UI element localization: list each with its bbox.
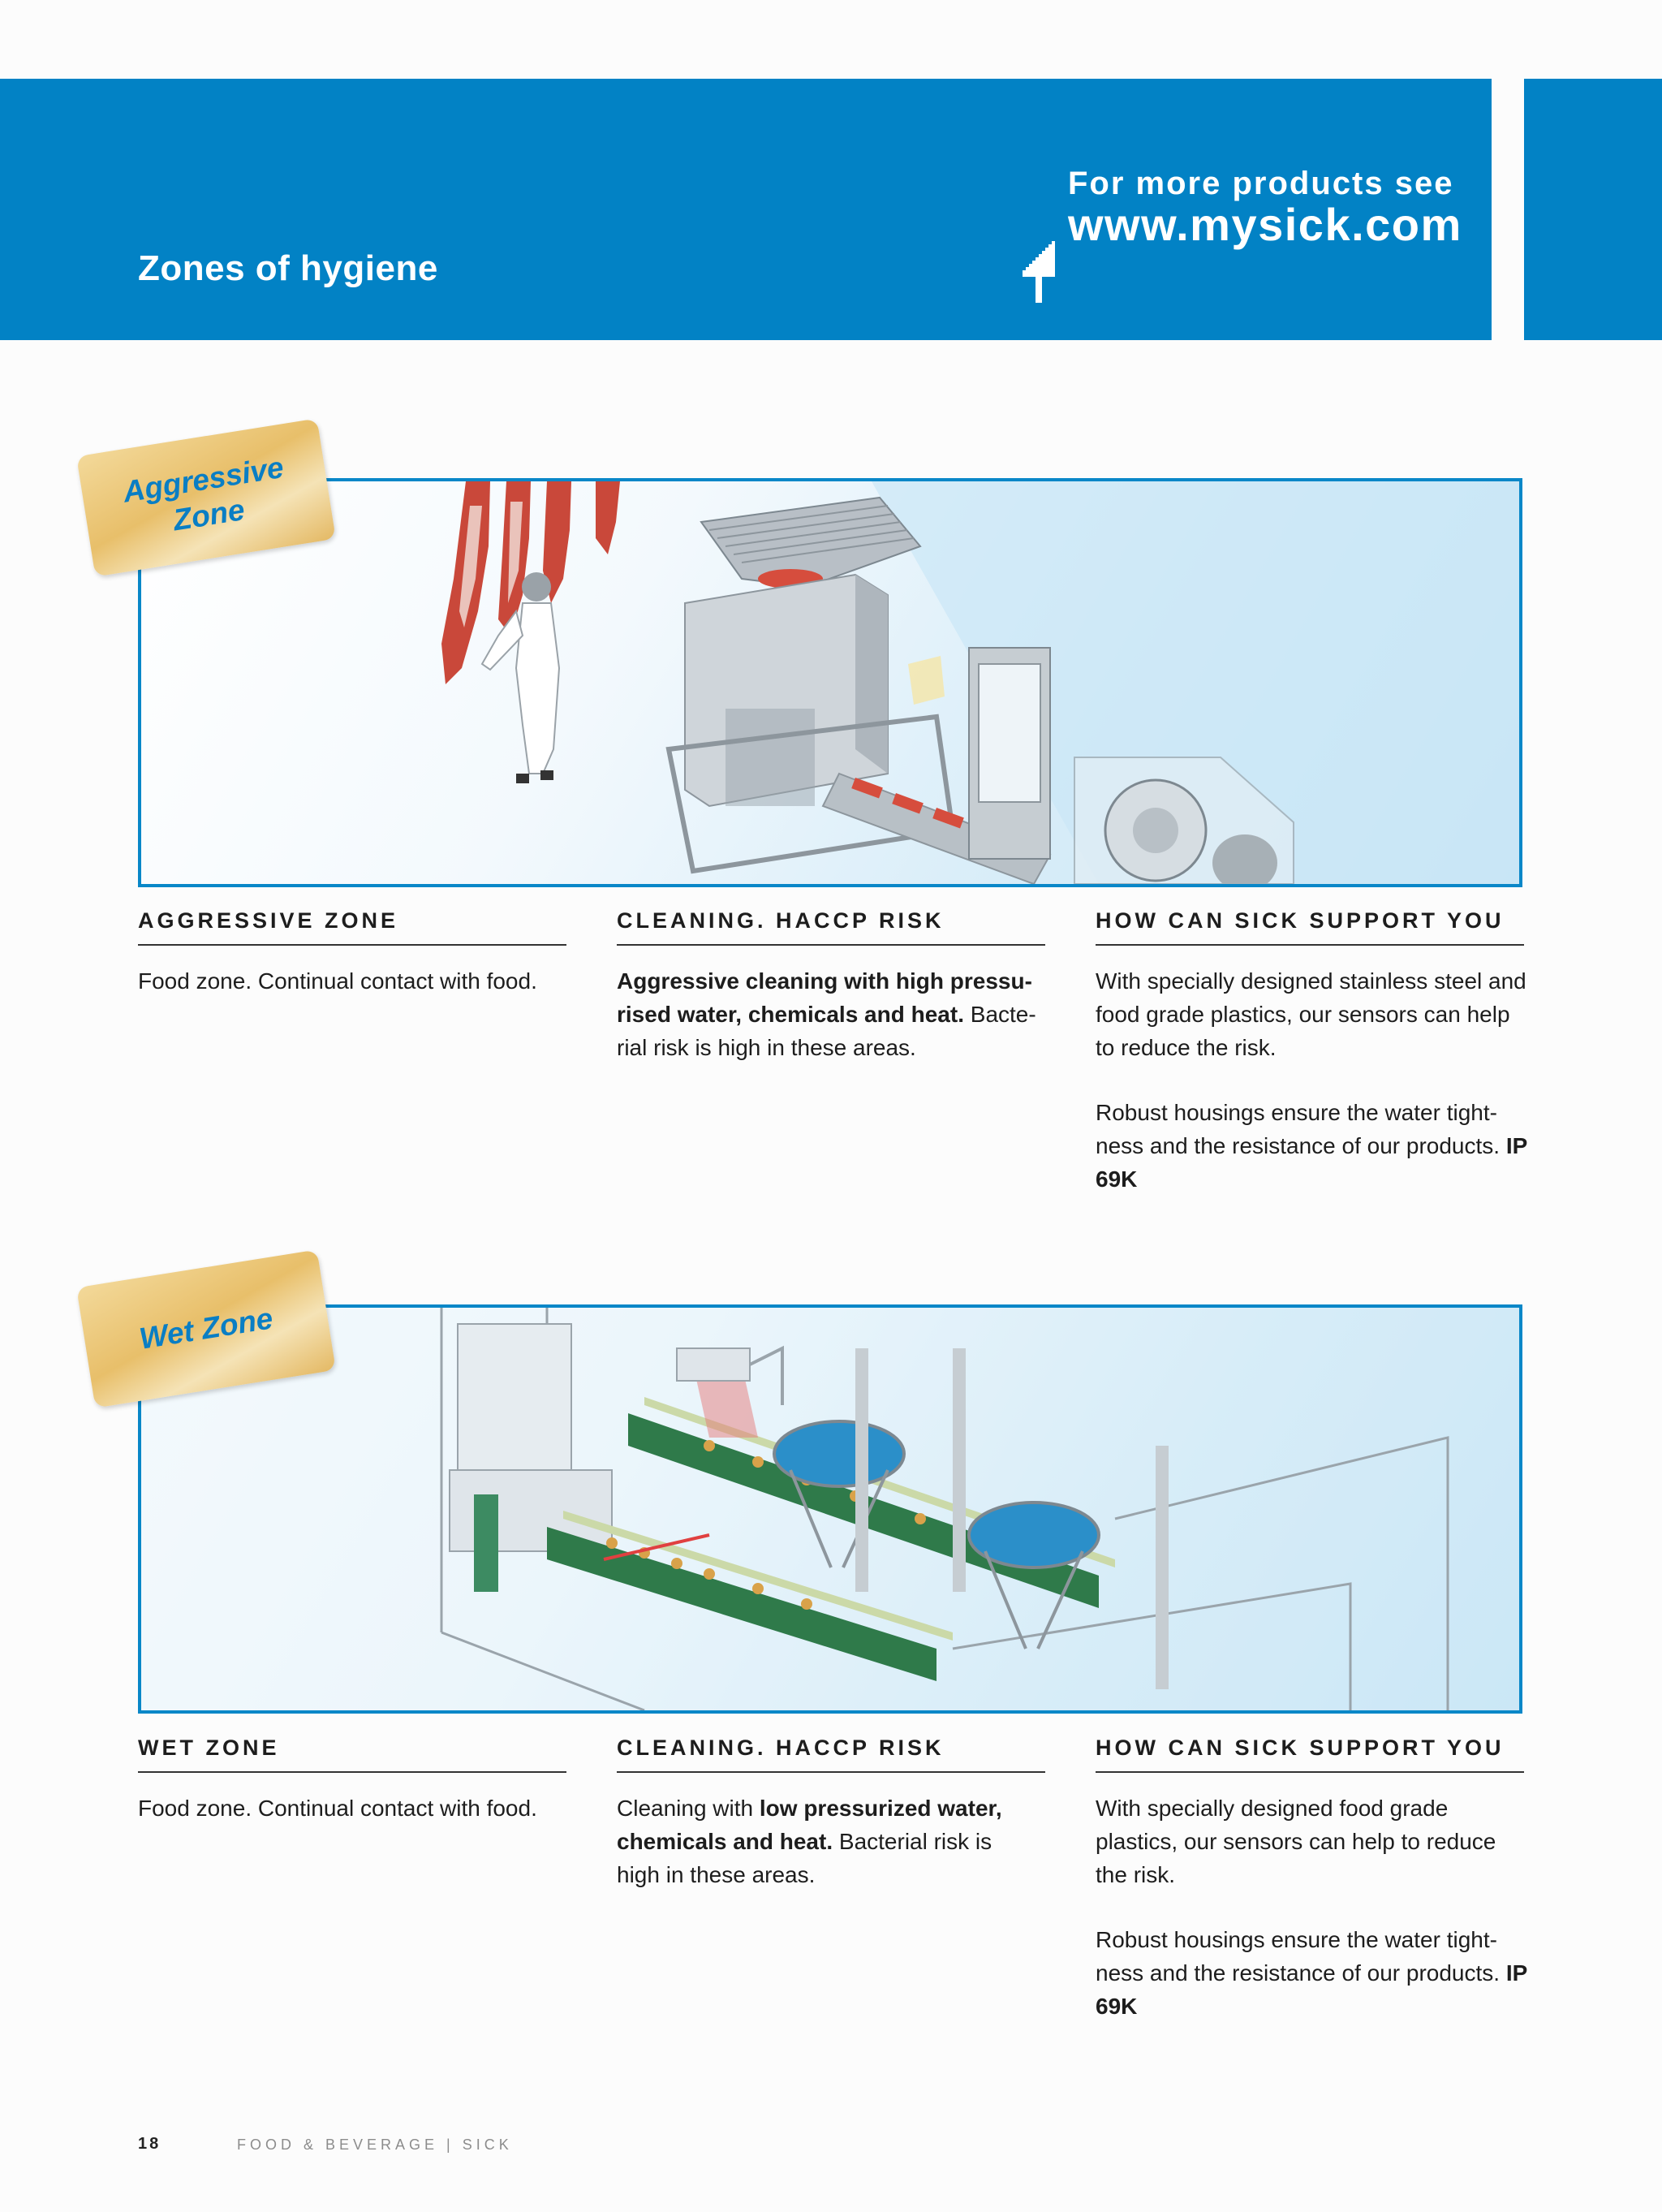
body-paragraph: With specially designed stainless steel … [1096, 968, 1526, 1060]
body-paragraph: Robust housings ensure the water tight-n… [1096, 1100, 1527, 1192]
column-heading: AGGRESSIVE ZONE [138, 908, 566, 946]
header-band [0, 79, 1492, 340]
column-heading: WET ZONE [138, 1736, 566, 1773]
column-body: With specially designed stainless steel … [1096, 964, 1534, 1227]
column-body: Food zone. Continual contact with food. [138, 1792, 576, 1856]
column-body: Cleaning with low pressurized water, che… [617, 1792, 1023, 1923]
promo-line: For more products see [1068, 166, 1454, 201]
body-paragraph: Food zone. Continual contact with food. [138, 1796, 537, 1821]
body-paragraph: With specially designed food grade plast… [1096, 1796, 1496, 1887]
column-body: With specially designed food grade plast… [1096, 1792, 1534, 2055]
body-paragraph: Food zone. Continual contact with food. [138, 968, 537, 994]
column-heading: HOW CAN SICK SUPPORT YOU [1096, 1736, 1524, 1773]
column-body: Food zone. Continual contact with food. [138, 964, 576, 1029]
body-paragraph: Robust housings ensure the water tight-n… [1096, 1927, 1527, 2019]
aggressive-zone-illustration [138, 478, 1522, 887]
header-side-block [1524, 79, 1662, 340]
page-number: 18 [138, 2135, 161, 2153]
wet-zone-illustration [138, 1304, 1522, 1714]
column-body: Aggressive cleaning with high pressu-ris… [617, 964, 1047, 1096]
column-heading: HOW CAN SICK SUPPORT YOU [1096, 908, 1524, 946]
promo-url-link[interactable]: www.mysick.com [1068, 199, 1462, 250]
column-heading: CLEANING. HACCP RISK [617, 908, 1045, 946]
body-paragraph: Aggressive cleaning with high pressu-ris… [617, 968, 1036, 1060]
running-footer: FOOD & BEVERAGE | SICK [237, 2137, 513, 2153]
page-title: Zones of hygiene [138, 248, 438, 288]
pixel-cursor-icon [1023, 238, 1055, 303]
column-heading: CLEANING. HACCP RISK [617, 1736, 1045, 1773]
body-paragraph: Cleaning with low pressurized water, che… [617, 1796, 1002, 1887]
